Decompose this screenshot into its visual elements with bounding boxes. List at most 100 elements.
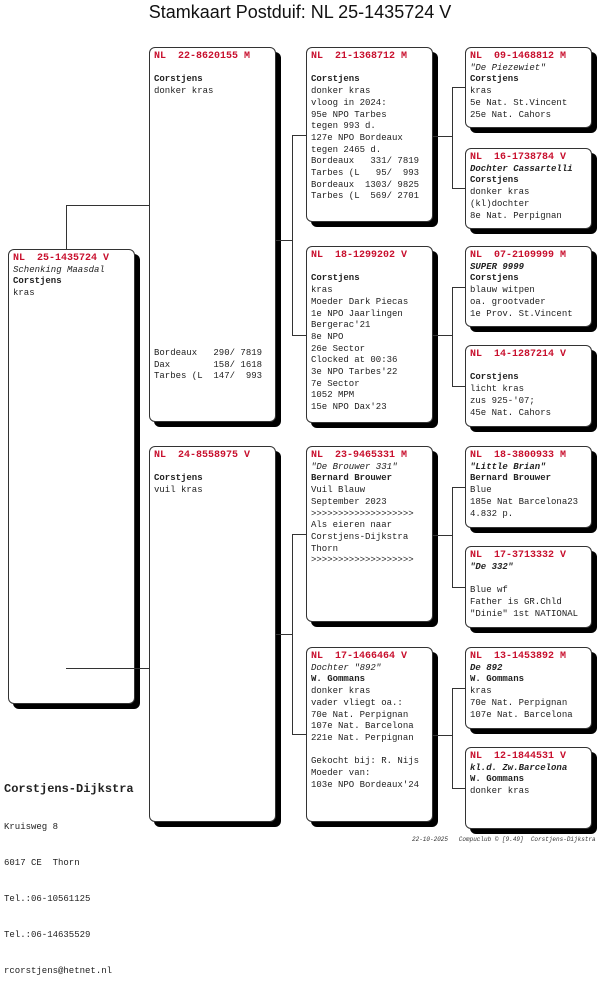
card-line: Vuil Blauw (311, 485, 366, 496)
card-line: Corstjens (154, 74, 203, 85)
card-line: blauw witpen (470, 285, 535, 296)
card-line: vuil kras (154, 485, 203, 496)
connector-line (433, 335, 452, 336)
card-line: tegen 2465 d. (311, 144, 382, 155)
ring-number: NL 17-3713332 V (470, 550, 567, 561)
card-line: Corstjens-Dijkstra (311, 531, 409, 542)
card-line: Schenking Maasdal (13, 264, 105, 275)
connector-line (452, 487, 465, 488)
pigeon-card-ds[interactable]: NL 23-9465331 M"De Brouwer 331"Bernard B… (306, 446, 433, 622)
card-line: W. Gommans (470, 674, 525, 685)
connector-line (66, 668, 149, 669)
card-line: 3e NPO Tarbes'22 (311, 367, 398, 378)
card-line: tegen 993 d. (311, 121, 376, 132)
card-line: September 2023 (311, 496, 387, 507)
card-line: donker kras (154, 86, 214, 97)
card-line: W. Gommans (311, 674, 366, 685)
card-line: W. Gommans (470, 774, 525, 785)
card-line (154, 63, 271, 75)
card-line: kl.d. Zw.Barcelona (470, 762, 568, 773)
connector-line (452, 688, 465, 689)
connector-line (276, 240, 292, 241)
card-line: Thorn (311, 543, 339, 554)
card-line: Tarbes (L 569/ 2701 (311, 191, 420, 202)
card-line: 70e Nat. Perpignan (470, 697, 568, 708)
connector-line (452, 287, 465, 288)
card-line: Dochter "892" (311, 662, 382, 673)
ring-number: NL 18-3800933 M (470, 450, 567, 461)
card-line: 8e Nat. Perpignan (470, 210, 562, 221)
ring-number: NL 13-1453892 M (470, 651, 567, 662)
race-result: Bordeaux 290/ 7819 (154, 348, 263, 358)
card-line: vloog in 2024: (311, 97, 387, 108)
card-line: 1e NPO Jaarlingen (311, 308, 403, 319)
card-line: licht kras (470, 384, 525, 395)
card-line: Moeder van: (311, 768, 371, 779)
connector-line (292, 534, 293, 734)
ring-number: NL 09-1468812 M (470, 51, 567, 62)
card-line: 45e Nat. Cahors (470, 407, 552, 418)
card-line: Bernard Brouwer (311, 473, 393, 484)
card-line: Corstjens (470, 273, 519, 284)
card-line: 95e NPO Tarbes (311, 109, 387, 120)
ring-number: NL 24-8558975 V (154, 450, 251, 461)
card-line: kras (13, 288, 35, 299)
ring-number: NL 12-1844531 V (470, 751, 567, 762)
card-line: donker kras (311, 86, 371, 97)
connector-line (292, 335, 306, 336)
connector-line (452, 188, 465, 189)
card-line: Moeder Dark Piecas (311, 296, 409, 307)
card-line: 107e Nat. Barcelona (470, 709, 573, 720)
card-line (311, 262, 428, 274)
card-line: Blue (470, 485, 492, 496)
ring-number: NL 23-9465331 M (311, 450, 408, 461)
pigeon-card-dss[interactable]: NL 18-3800933 M"Little Brian"Bernard Bro… (465, 446, 592, 528)
card-line: 221e Nat. Perpignan (311, 732, 414, 743)
card-line: vader vliegt oa.: (311, 697, 403, 708)
card-line: 15e NPO Dax'23 (311, 402, 387, 413)
card-line: "De Brouwer 331" (311, 461, 398, 472)
card-line: Blue wf (470, 585, 508, 596)
card-line: 5e Nat. St.Vincent (470, 97, 568, 108)
connector-line (433, 535, 452, 536)
breeder-phone: Tel.:06-10561125 (4, 894, 91, 904)
connector-line (452, 386, 465, 387)
ring-number: NL 25-1435724 V (13, 253, 110, 264)
card-line: Bordeaux 331/ 7819 (311, 156, 420, 167)
card-line: Als eieren naar (311, 520, 393, 531)
card-line: >>>>>>>>>>>>>>>>>>> (311, 508, 414, 519)
card-line: donker kras (470, 187, 530, 198)
connector-line (433, 136, 452, 137)
connector-line (452, 788, 465, 789)
card-line: 107e Nat. Barcelona (311, 721, 414, 732)
race-result: Tarbes (L 147/ 993 (154, 371, 263, 382)
card-line (470, 573, 587, 585)
card-line (311, 745, 428, 757)
card-line: Corstjens (470, 372, 519, 383)
ring-number: NL 21-1368712 M (311, 51, 408, 62)
breeder-name: Corstjens-Dijkstra (4, 782, 134, 796)
card-line: 25e Nat. Cahors (470, 109, 552, 120)
card-line: (kl)dochter (470, 198, 530, 209)
card-line: Tarbes (L 95/ 993 (311, 168, 420, 179)
ring-number: NL 07-2109999 M (470, 250, 567, 261)
card-line (311, 63, 428, 75)
card-line: Bernard Brouwer (470, 473, 552, 484)
card-line: Corstjens (13, 276, 62, 287)
connector-line (66, 205, 149, 206)
card-line: 127e NPO Bordeaux (311, 132, 403, 143)
